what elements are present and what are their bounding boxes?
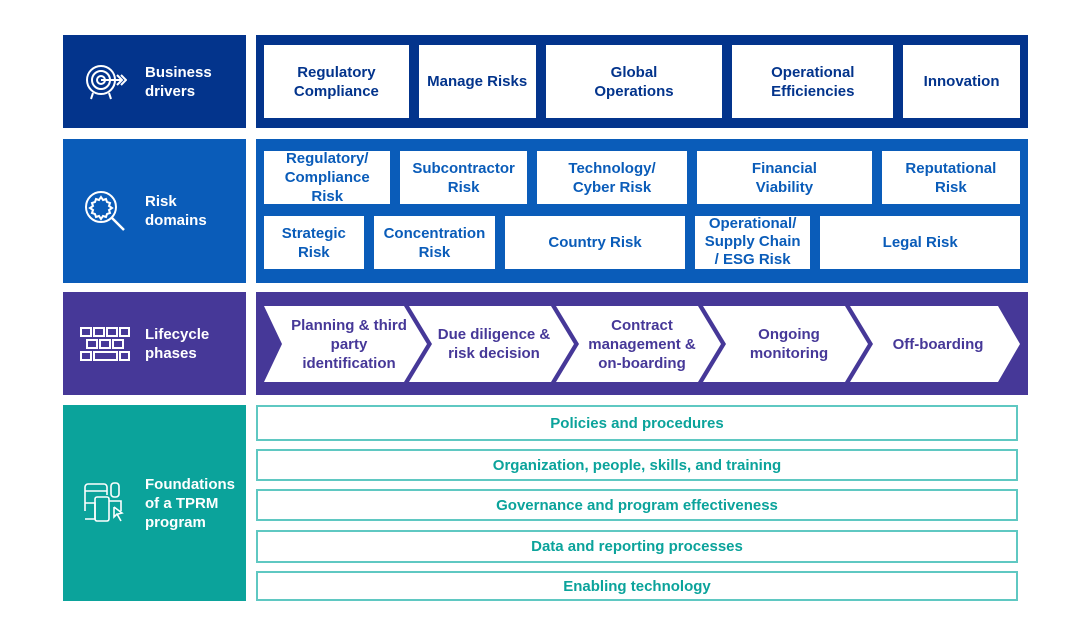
risk-domains-label-block: Risk domains: [63, 139, 246, 283]
business-driver-card: Global Operations: [545, 45, 723, 118]
foundation-item: Data and reporting processes: [256, 530, 1018, 563]
lifecycle-phase: Contract management & on-boarding: [588, 316, 696, 372]
foundation-item: Policies and procedures: [256, 405, 1018, 441]
foundation-item: Enabling technology: [256, 571, 1018, 601]
risk-domains-title: Risk domains: [145, 193, 207, 229]
risk-domain-card: Concentration Risk: [373, 216, 496, 269]
business-drivers-label-block: Business drivers: [63, 35, 246, 128]
lifecycle-phase: Ongoing monitoring: [749, 326, 829, 362]
lifecycle-phases-label-block: Lifecycle phases: [63, 292, 246, 395]
chevron-shape: [703, 306, 868, 382]
lifecycle-phases-title: Lifecycle phases: [145, 325, 210, 362]
chevron-shape: [556, 306, 721, 382]
magnifier-gear-icon: [77, 188, 133, 234]
risk-domain-card: Regulatory/ Compliance Risk: [264, 150, 391, 205]
business-driver-card: Innovation: [903, 45, 1020, 118]
business-drivers-row: Business drivers Regulatory Compliance M…: [63, 35, 1028, 128]
lifecycle-phases-panel: Planning & third party identification Du…: [256, 292, 1028, 395]
risk-domain-card: Reputational Risk: [881, 151, 1021, 204]
target-arrow-icon: [77, 62, 133, 102]
risk-domains-row: Risk domains Regulatory/ Compliance Risk…: [63, 139, 1028, 283]
business-driver-card: Regulatory Compliance: [264, 45, 409, 118]
chevron-shape: [850, 306, 1020, 382]
blocks-icon: [77, 326, 133, 362]
risk-domain-card: Financial Viability: [697, 151, 872, 204]
business-drivers-panel: Regulatory Compliance Manage Risks Globa…: [256, 35, 1028, 128]
foundation-item: Organization, people, skills, and traini…: [256, 449, 1018, 481]
risk-domain-card: Technology/ Cyber Risk: [536, 151, 688, 204]
business-drivers-title: Business drivers: [145, 63, 212, 100]
lifecycle-phase: Off-boarding: [892, 335, 984, 353]
lifecycle-chevron-flow: Planning & third party identification Du…: [264, 306, 1020, 382]
foundations-label-block: Foundations of a TPRM program: [63, 405, 246, 601]
foundations-row: Foundations of a TPRM program Policies a…: [63, 405, 1028, 601]
lifecycle-phase: Due diligence & risk decision: [437, 326, 551, 362]
devices-cursor-icon: [77, 481, 133, 525]
lifecycle-phase: Planning & third party identification: [291, 316, 407, 372]
chevron-shapes: [264, 306, 1020, 382]
foundation-item: Governance and program effectiveness: [256, 489, 1018, 521]
risk-domain-card: Strategic Risk: [264, 216, 364, 269]
chevron-shape: [409, 306, 574, 382]
business-driver-card: Manage Risks: [418, 45, 536, 118]
chevron-shape: [264, 306, 427, 382]
business-driver-card: Operational Efficiencies: [732, 45, 894, 118]
risk-domains-panel: Regulatory/ Compliance Risk Subcontracto…: [256, 139, 1028, 283]
risk-domain-card: Legal Risk: [820, 216, 1020, 269]
risk-domain-card: Subcontractor Risk: [400, 151, 527, 204]
foundations-title: Foundations of a TPRM program: [145, 475, 235, 531]
risk-domain-card: Operational/ Supply Chain / ESG Risk: [694, 216, 811, 269]
lifecycle-phases-row: Lifecycle phases Planning & third party …: [63, 292, 1028, 395]
risk-domain-card: Country Risk: [505, 216, 685, 269]
